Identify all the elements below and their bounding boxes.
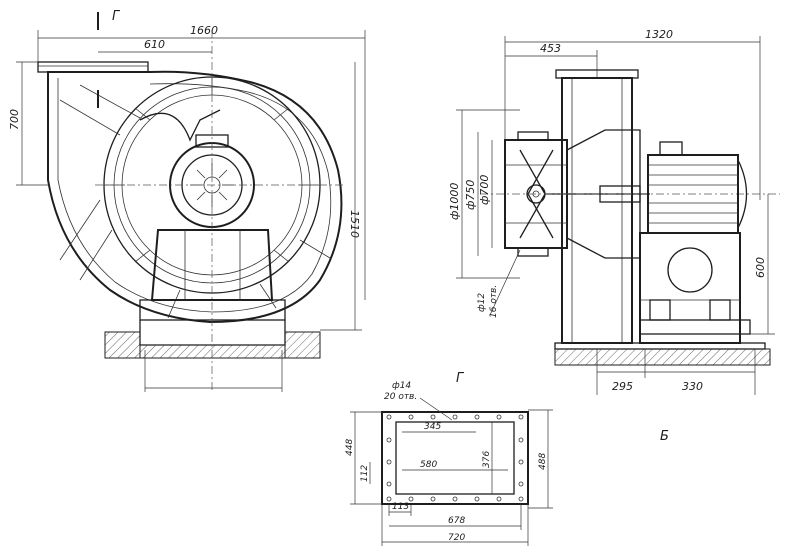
impeller-blades [59, 77, 331, 319]
side-casing [561, 77, 633, 344]
dim-side-length: 1320 [645, 28, 673, 41]
motor-support [639, 232, 741, 344]
section-holes-count: 20 отв. [384, 392, 417, 402]
volute-casing [47, 70, 343, 324]
dim-overall-width: 1660 [190, 24, 218, 37]
dim-to-axis: 610 [144, 38, 165, 51]
section-title: Г [456, 371, 465, 386]
side-foundation [554, 348, 771, 366]
dim-diam-outer: ф1000 [448, 183, 461, 220]
dim-overall-height: 1510 [348, 210, 361, 238]
dim-base-right: 330 [682, 380, 703, 393]
section-dim-inner-mid: 580 [420, 460, 437, 470]
section-dim-height-right: 488 [538, 453, 548, 470]
section-outer-flange [381, 411, 529, 505]
section-bolt-holes [386, 414, 524, 502]
side-view: 1320 453 ф1000 ф750 ф700 ф12 16 отв. 600… [448, 28, 780, 444]
section-mark: Г [112, 9, 121, 24]
motor-ribs [648, 164, 738, 224]
section-dim-pitch-left: 112 [360, 465, 370, 482]
dim-diam-bolt: ф750 [464, 180, 477, 210]
inlet-cone [139, 109, 221, 142]
section-dim-height-inner: 376 [482, 451, 492, 468]
dim-base-left: 295 [612, 380, 633, 393]
dim-diam-inner: ф700 [478, 175, 491, 205]
dim-motor-height: 600 [754, 257, 767, 278]
foundation-right [284, 331, 321, 359]
section-dim-width-outer: 720 [448, 533, 465, 543]
dim-holes-diam: ф12 [477, 293, 487, 312]
dim-outlet-height: 700 [8, 109, 21, 130]
section-holes-diam: ф14 [392, 381, 411, 391]
section-inner-opening [395, 421, 515, 495]
view-letter-b: Б [660, 429, 669, 444]
section-dim-inner-top: 345 [424, 422, 441, 432]
section-dim-height-left: 448 [345, 439, 355, 456]
section-view: Г ф14 20 отв. 345 580 [345, 371, 553, 546]
dim-inlet-offset: 453 [540, 42, 561, 55]
front-view: Г 1660 610 700 1510 [8, 9, 366, 392]
dim-holes-count: 16 отв. [489, 285, 499, 318]
outlet-flange [37, 61, 149, 73]
foundation-left [104, 331, 141, 359]
section-dim-pitch-bottom: 113 [392, 502, 409, 512]
section-dim-width-inner: 678 [448, 516, 465, 526]
